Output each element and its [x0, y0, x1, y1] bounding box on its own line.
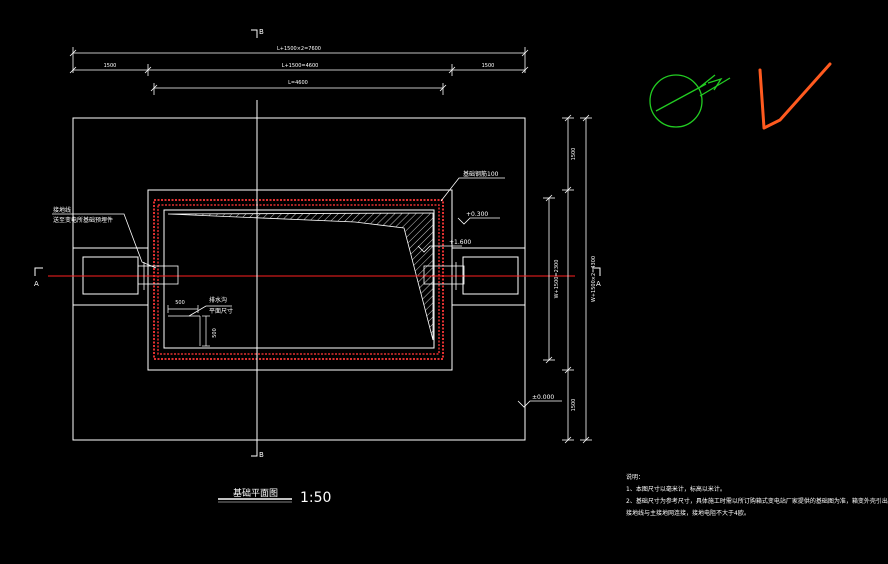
- section-b-top-label: B: [259, 28, 264, 36]
- dim-right-top: 1500: [571, 148, 577, 161]
- notes-line2: 2、基础尺寸为参考尺寸，具体施工时需以所订购箱式变电站厂家提供的基础图为准，箱变…: [626, 498, 888, 505]
- title-name: 基础平面图: [233, 487, 278, 499]
- callout-inner-line1: 排水沟: [209, 296, 227, 304]
- north-arrow-icon: [649, 74, 731, 128]
- elev-mid: +1.600: [449, 239, 471, 246]
- section-a-right-marker: [592, 267, 601, 276]
- box-inner: [163, 209, 435, 349]
- section-b-top-marker: [251, 29, 258, 38]
- dim-right-overall: W+1500×2=4300: [591, 256, 597, 302]
- section-a-right-label: A: [596, 280, 601, 288]
- callout-inner-leader: [188, 305, 232, 317]
- callout-left-line2: 送至变电所基础预埋件: [53, 216, 113, 224]
- section-b-bottom-label: B: [259, 451, 264, 459]
- dim-inner: L=4600: [288, 80, 308, 86]
- title-scale: 1:50: [300, 490, 331, 506]
- box-outline: [147, 189, 453, 371]
- dim-right-mid: W+1500=2300: [554, 260, 560, 299]
- dim-right-ext: 1500: [482, 63, 495, 69]
- callout-left-line1: 接地线: [53, 206, 71, 214]
- section-a-left-label: A: [34, 280, 39, 288]
- notes-line1: 1、本图尺寸以毫米计，标高以米计。: [626, 486, 726, 493]
- callout-left-leader: [52, 213, 157, 269]
- dim-small-vertical: 500: [212, 328, 218, 338]
- right-dimensions: [543, 114, 592, 444]
- dim-right-bot: 1500: [571, 399, 577, 412]
- elev-top: +0.300: [466, 211, 488, 218]
- foundation-outline: [72, 117, 526, 441]
- dim-left-ext: 1500: [104, 63, 117, 69]
- rebar-outer: [153, 199, 444, 360]
- elev-bottom: ±0.000: [532, 394, 554, 401]
- notes: 说明： 1、本图尺寸以毫米计，标高以米计。 2、基础尺寸为参考尺寸，具体施工时需…: [626, 472, 888, 520]
- dim-mid: L+1500=4600: [282, 63, 319, 69]
- rebar-inner: [157, 204, 440, 355]
- dim-small-horizontal: 500: [175, 300, 185, 306]
- section-b-bottom-marker: [251, 448, 258, 457]
- section-a-left-marker: [34, 267, 43, 276]
- elevation-marks: [417, 217, 562, 408]
- inner-small-dims: [167, 305, 210, 347]
- sleeves: [137, 262, 465, 290]
- slope-hatch: [167, 212, 434, 341]
- top-dimensions: [69, 47, 529, 95]
- notes-line3: 接地线与主接地网连接，接地电阻不大于4欧。: [626, 510, 750, 517]
- callout-inner-line2: 平面尺寸: [209, 307, 233, 315]
- notes-heading: 说明：: [626, 474, 645, 481]
- dim-overall-top: L+1500×2=7600: [277, 46, 321, 52]
- callout-top-right: 基础钢筋100: [463, 170, 499, 178]
- check-mark-icon: [758, 62, 832, 130]
- callout-top-right-leader: [440, 177, 505, 202]
